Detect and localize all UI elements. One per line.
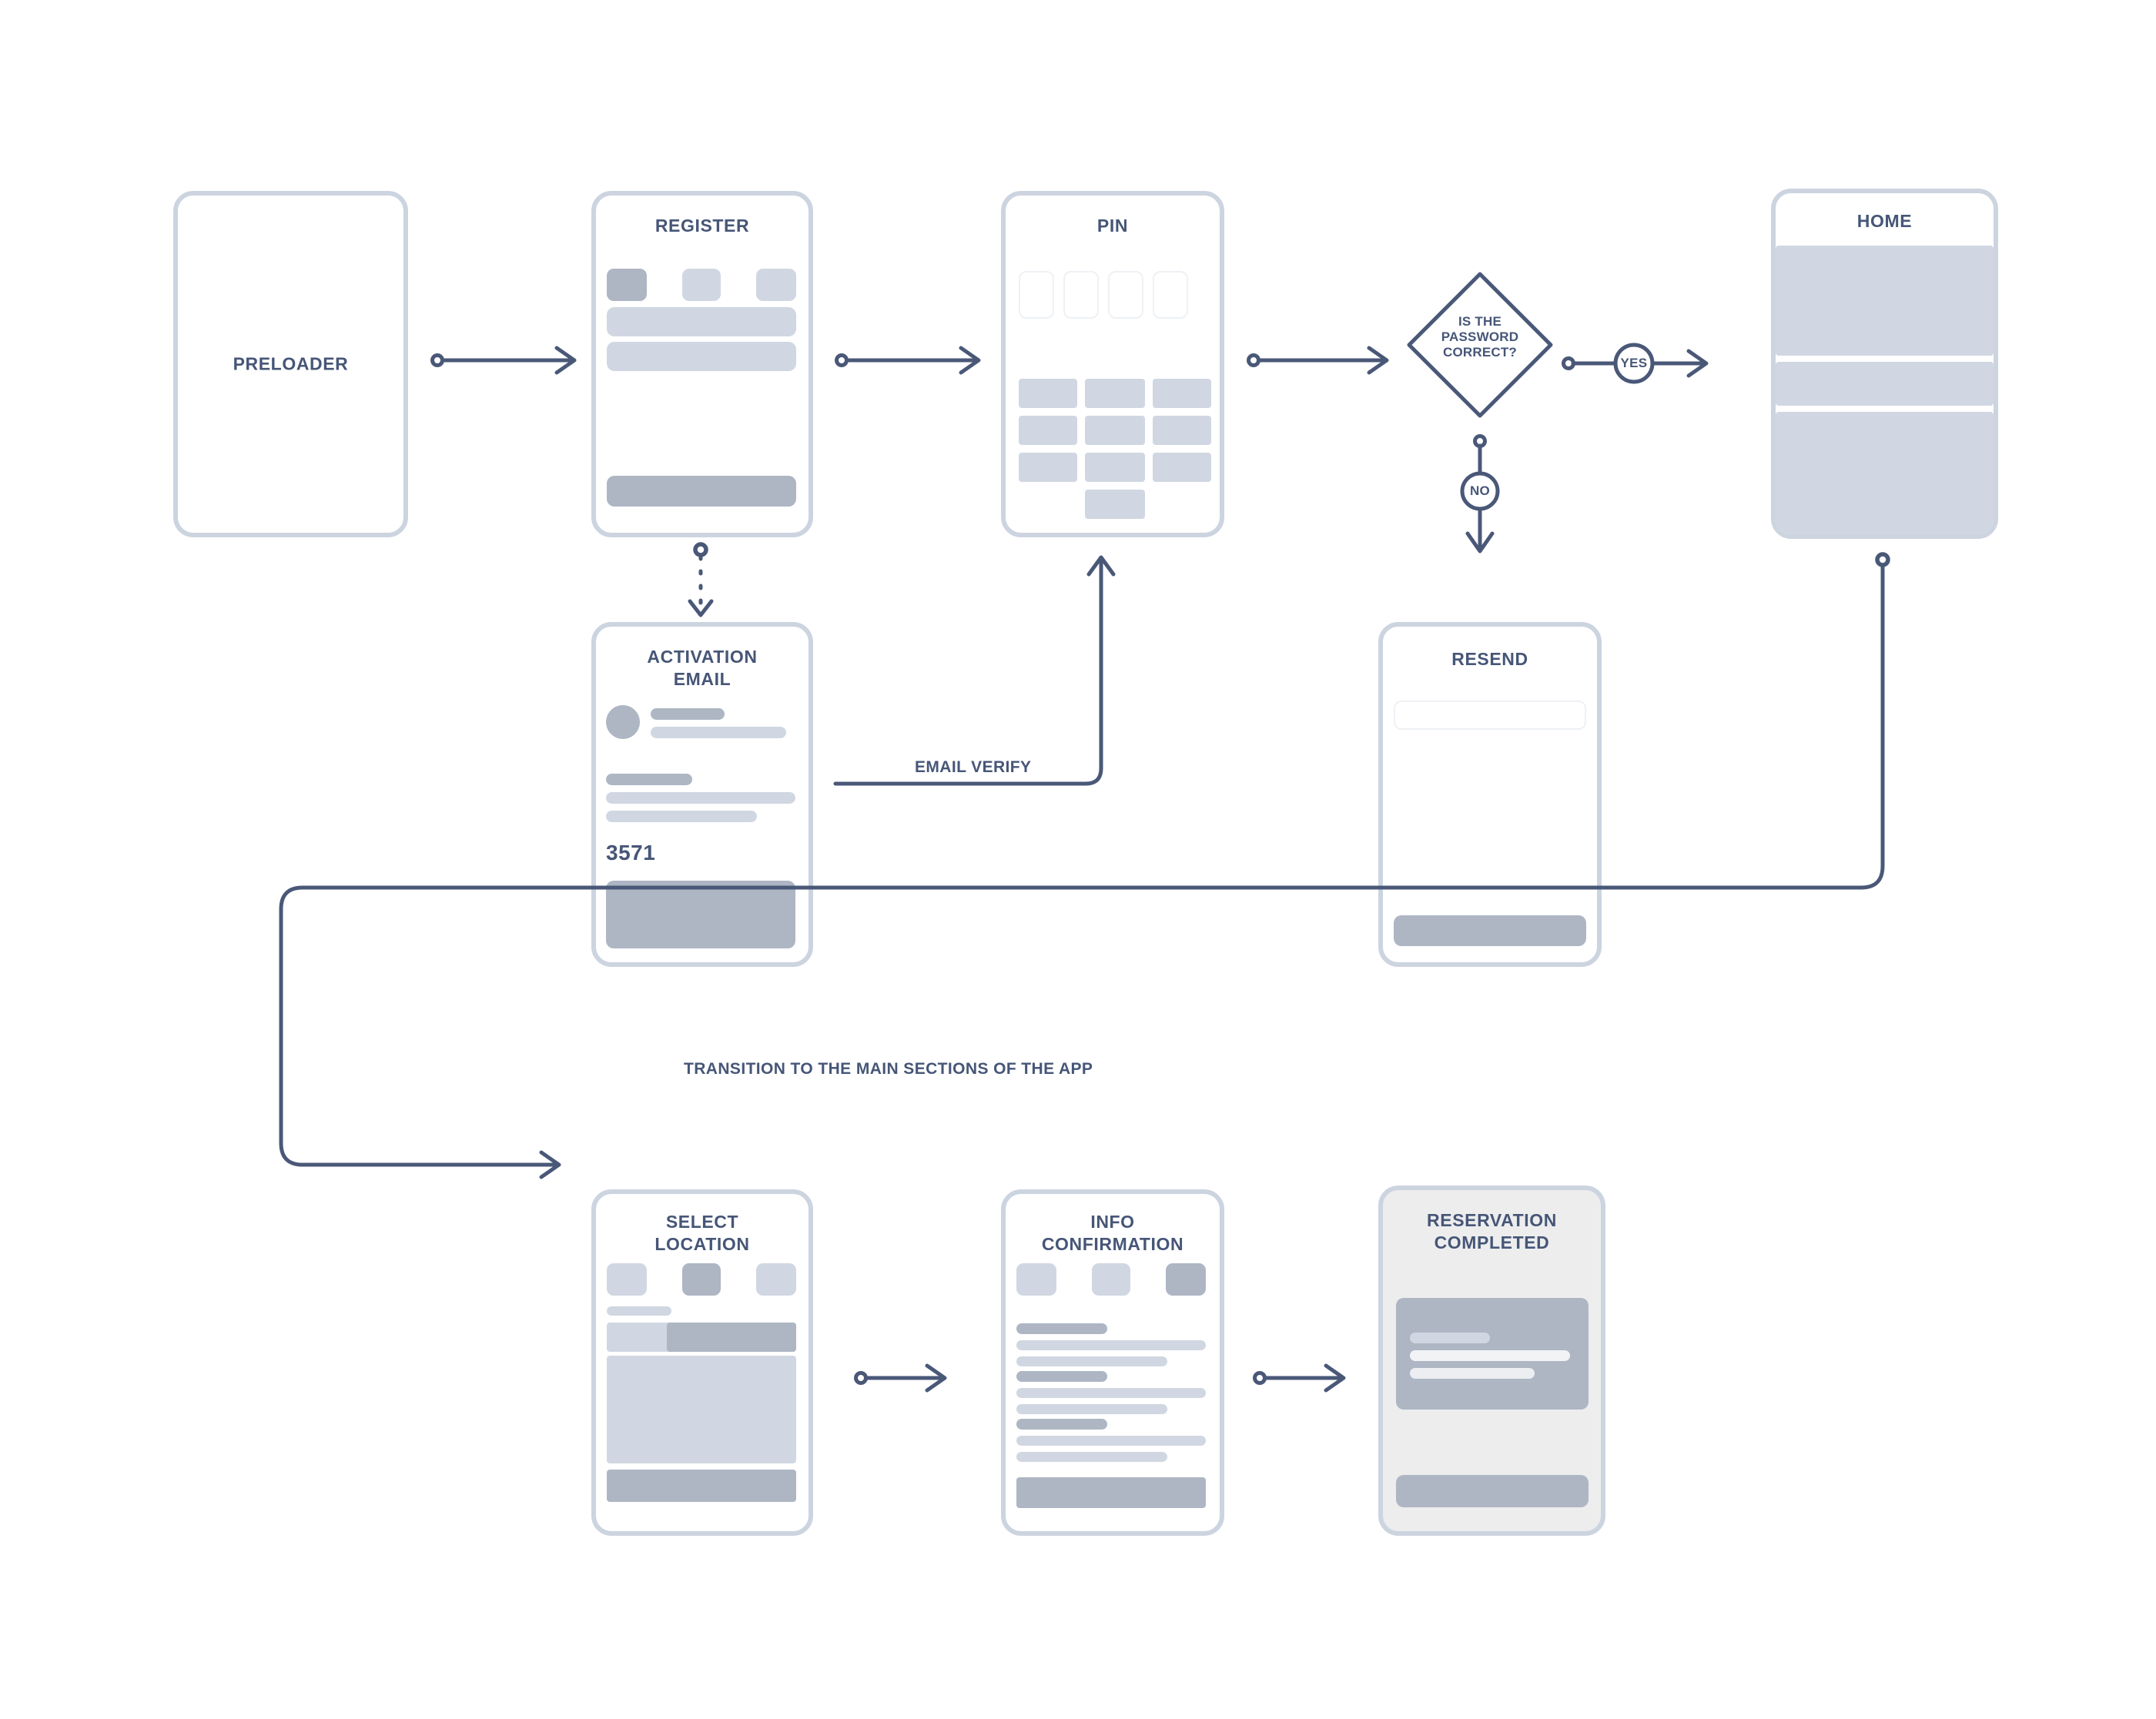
register-title: REGISTER <box>654 216 750 236</box>
location-chip-3[interactable] <box>756 1263 796 1296</box>
home-list-block[interactable] <box>1776 412 1994 534</box>
avatar <box>606 705 640 739</box>
location-label-line <box>607 1306 671 1316</box>
resend-email-input[interactable] <box>1394 701 1586 730</box>
register-chip-1[interactable] <box>607 269 647 301</box>
info-chip-3[interactable] <box>1166 1263 1206 1296</box>
reservation-done-button[interactable] <box>1396 1475 1589 1507</box>
ticket-line-1 <box>1410 1333 1490 1343</box>
register-input-1[interactable] <box>607 307 796 336</box>
email-body-line-1 <box>606 792 795 804</box>
resend-title: RESEND <box>1451 649 1528 669</box>
screen-resend[interactable]: RESEND <box>1378 622 1602 967</box>
screen-home[interactable]: HOME <box>1771 189 1998 539</box>
preloader-screen-body: PRELOADER <box>178 196 403 533</box>
connector-preloader-to-register <box>430 345 585 376</box>
info-confirmation-title: INFO CONFIRMATION <box>1041 1212 1184 1255</box>
pin-key-7[interactable] <box>1019 453 1077 482</box>
email-heading-line <box>606 774 692 785</box>
pin-key-3[interactable] <box>1153 379 1211 408</box>
decision-diamond[interactable] <box>1403 268 1557 422</box>
location-chip-2[interactable] <box>682 1263 721 1296</box>
pin-key-8[interactable] <box>1085 453 1145 482</box>
pin-digit-box-4[interactable] <box>1153 271 1188 319</box>
activation-cta-block[interactable] <box>606 881 795 948</box>
info-group-3-line-2 <box>1016 1452 1167 1462</box>
activation-code: 3571 <box>606 841 656 865</box>
register-chip-3[interactable] <box>756 269 796 301</box>
screen-reservation-completed[interactable]: RESERVATION COMPLETED <box>1378 1186 1605 1536</box>
home-title: HOME <box>1856 211 1913 231</box>
info-chip-2[interactable] <box>1092 1263 1130 1296</box>
resend-submit-button[interactable] <box>1394 915 1586 946</box>
screen-register[interactable]: REGISTER <box>591 191 813 537</box>
sender-email-line <box>651 727 786 738</box>
location-continue-button[interactable] <box>607 1470 796 1502</box>
register-submit-button[interactable] <box>607 476 796 507</box>
pin-screen-body: PIN <box>1006 196 1220 533</box>
location-map-block[interactable] <box>607 1356 796 1463</box>
connector-register-to-pin <box>835 345 989 376</box>
info-confirm-button[interactable] <box>1016 1477 1206 1508</box>
transition-label: TRANSITION TO THE MAIN SECTIONS OF THE A… <box>684 1060 1093 1078</box>
pin-key-0[interactable] <box>1085 490 1145 519</box>
register-input-2[interactable] <box>607 342 796 371</box>
info-group-1-line-1 <box>1016 1340 1206 1350</box>
reservation-completed-screen-body: RESERVATION COMPLETED <box>1383 1190 1601 1531</box>
info-group-1-line-2 <box>1016 1356 1167 1366</box>
sender-name-line <box>651 708 725 720</box>
location-progress-fill <box>667 1323 796 1352</box>
pin-key-2[interactable] <box>1085 379 1145 408</box>
home-hero-block[interactable] <box>1776 246 1994 356</box>
activation-email-screen-body: ACTIVATION EMAIL 3571 <box>596 627 808 962</box>
pin-digit-box-2[interactable] <box>1063 271 1099 319</box>
reservation-completed-title: RESERVATION COMPLETED <box>1427 1210 1557 1253</box>
email-body-line-2 <box>606 811 757 822</box>
connector-decision-yes <box>1562 343 1717 384</box>
connector-pin-to-decision <box>1247 345 1398 376</box>
connector-register-to-activation <box>685 542 716 624</box>
home-screen-body: HOME <box>1776 193 1994 534</box>
pin-key-4[interactable] <box>1019 416 1077 445</box>
reservation-ticket-card[interactable] <box>1396 1298 1589 1410</box>
pin-key-5[interactable] <box>1085 416 1145 445</box>
connector-transition-to-main <box>262 550 1902 1390</box>
home-row-block[interactable] <box>1776 362 1994 406</box>
preloader-title: PRELOADER <box>233 353 349 374</box>
email-verify-label: EMAIL VERIFY <box>915 758 1032 776</box>
pin-key-9[interactable] <box>1153 453 1211 482</box>
connector-info-to-reservation <box>1253 1363 1354 1393</box>
ticket-line-3 <box>1410 1368 1535 1379</box>
connector-location-to-info <box>854 1363 955 1393</box>
pin-digit-box-1[interactable] <box>1019 271 1054 319</box>
screen-activation-email[interactable]: ACTIVATION EMAIL 3571 <box>591 622 813 967</box>
screen-info-confirmation[interactable]: INFO CONFIRMATION <box>1001 1189 1224 1536</box>
pin-key-6[interactable] <box>1153 416 1211 445</box>
screen-pin[interactable]: PIN <box>1001 191 1224 537</box>
pin-key-1[interactable] <box>1019 379 1077 408</box>
pin-digit-box-3[interactable] <box>1108 271 1143 319</box>
select-location-title: SELECT LOCATION <box>654 1212 750 1255</box>
screen-preloader[interactable]: PRELOADER <box>173 191 408 537</box>
info-group-3-heading <box>1016 1419 1107 1430</box>
activation-email-title: ACTIVATION EMAIL <box>647 647 758 690</box>
ticket-line-2 <box>1410 1350 1570 1361</box>
info-group-2-line-1 <box>1016 1388 1206 1398</box>
info-group-3-line-1 <box>1016 1436 1206 1446</box>
connector-decision-no <box>1448 434 1512 558</box>
screen-select-location[interactable]: SELECT LOCATION <box>591 1189 813 1536</box>
info-group-2-line-2 <box>1016 1404 1167 1414</box>
info-group-1-heading <box>1016 1323 1107 1334</box>
location-chip-1[interactable] <box>607 1263 647 1296</box>
resend-screen-body: RESEND <box>1383 627 1597 962</box>
info-chip-1[interactable] <box>1016 1263 1056 1296</box>
select-location-screen-body: SELECT LOCATION <box>596 1194 808 1531</box>
info-group-2-heading <box>1016 1371 1107 1382</box>
register-chip-2[interactable] <box>682 269 721 301</box>
register-screen-body: REGISTER <box>596 196 808 533</box>
pin-title: PIN <box>1096 216 1129 236</box>
info-confirmation-screen-body: INFO CONFIRMATION <box>1006 1194 1220 1531</box>
connector-email-verify <box>833 539 1120 793</box>
